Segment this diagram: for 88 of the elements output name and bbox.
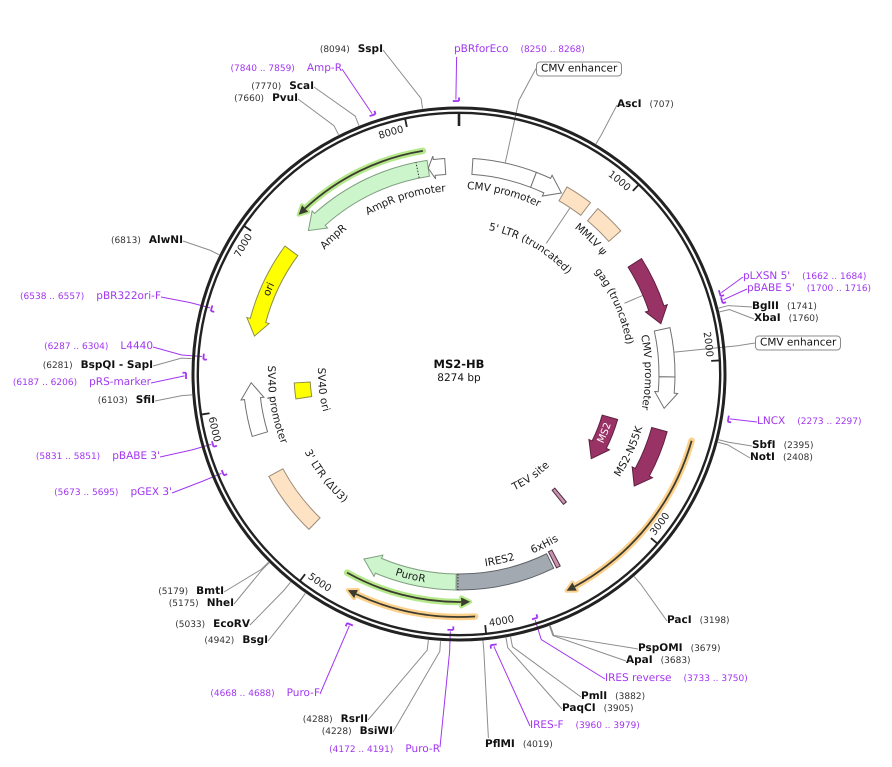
leader-line bbox=[482, 640, 489, 738]
primer-label: (4172 .. 4191) Puro-R bbox=[329, 743, 440, 757]
primer-label: pLXSN 5' (1662 .. 1684) bbox=[743, 270, 866, 284]
restriction-site-label: PaqCI (3905) bbox=[562, 702, 634, 716]
leader-line bbox=[250, 582, 292, 626]
leader-line bbox=[160, 296, 211, 308]
primer-label: (4668 .. 4688) Puro-F bbox=[210, 687, 320, 701]
leader-line bbox=[595, 104, 618, 144]
restriction-site-label: (7770) ScaI bbox=[251, 80, 314, 94]
feature-callout: CMV enhancer bbox=[536, 61, 622, 76]
leader-line bbox=[510, 636, 582, 698]
feature-label: PuroR bbox=[394, 566, 426, 586]
leader-line bbox=[534, 619, 606, 680]
leader-line bbox=[546, 208, 570, 244]
leader-line bbox=[505, 637, 562, 710]
restriction-site-label: (6281) BspQI - SapI bbox=[42, 359, 153, 373]
primer-label: (5673 .. 5695) pGEX 3' bbox=[54, 486, 172, 500]
scale-number: 8000 bbox=[377, 124, 405, 142]
leader-line bbox=[718, 439, 752, 446]
leader-line bbox=[674, 342, 756, 353]
restriction-site-label: PmlI (3882) bbox=[581, 690, 646, 704]
primer-label: IRES reverse (3733 .. 3750) bbox=[605, 672, 748, 686]
leader-line bbox=[717, 442, 750, 458]
leader-line bbox=[624, 295, 643, 304]
restriction-site-label: NotI (2408) bbox=[750, 451, 813, 465]
leader-line bbox=[493, 646, 530, 726]
restriction-site-label: (4942) BsgI bbox=[204, 634, 268, 648]
restriction-site-label: (5175) NheI bbox=[168, 597, 234, 611]
feature-label: 6xHis bbox=[528, 532, 560, 556]
leader-line bbox=[320, 625, 350, 694]
leader-line bbox=[440, 630, 451, 748]
feature-label: IRES2 bbox=[484, 551, 516, 570]
plasmid-size: 8274 bp bbox=[437, 372, 481, 384]
leader-line bbox=[382, 50, 424, 110]
leader-line bbox=[268, 592, 306, 642]
leader-line bbox=[342, 68, 373, 114]
primer-label: (6187 .. 6206) pRS-marker bbox=[12, 376, 151, 390]
restriction-site-label: (6813) AlwNI bbox=[110, 234, 183, 248]
primer-label: (6287 .. 6304) L4440 bbox=[44, 340, 153, 354]
leader-line bbox=[455, 56, 458, 100]
feature-label: ori bbox=[260, 280, 278, 298]
leader-line bbox=[722, 288, 748, 300]
leader-line bbox=[152, 346, 203, 357]
leader-line bbox=[234, 562, 270, 604]
restriction-site-label: SbfI (2395) bbox=[752, 439, 814, 453]
restriction-site-label: PacI (3198) bbox=[667, 614, 730, 628]
leader-line bbox=[298, 98, 340, 136]
leader-line bbox=[718, 305, 752, 309]
restriction-site-label: (5033) EcoRV bbox=[175, 618, 250, 632]
restriction-site-label: (4228) BsiWI bbox=[322, 725, 393, 739]
restriction-site-label: (4288) RsrII bbox=[302, 713, 368, 727]
leader-line bbox=[549, 626, 626, 662]
feature-callout: CMV enhancer bbox=[755, 336, 842, 350]
restriction-site-label: (6103) SfiI bbox=[98, 394, 155, 408]
leader-line bbox=[392, 640, 441, 732]
leader-line bbox=[150, 375, 185, 384]
restriction-site-label: (7660) PvuI bbox=[234, 92, 298, 106]
leader-line bbox=[182, 240, 220, 256]
primer-label: (7840 .. 7859) Amp-R bbox=[230, 62, 342, 76]
restriction-site-label: (5179) BmtI bbox=[158, 585, 224, 599]
restriction-site-label: (8094) SspI bbox=[320, 43, 383, 57]
plasmid-name: MS2-HB bbox=[434, 357, 484, 371]
restriction-site-label: PspOMI (3679) bbox=[638, 642, 720, 656]
leader-line bbox=[224, 562, 270, 592]
leader-line bbox=[160, 444, 212, 458]
leader-line bbox=[550, 625, 638, 650]
leader-line bbox=[368, 640, 429, 720]
leader-line bbox=[634, 576, 668, 622]
leader-line bbox=[172, 472, 222, 494]
restriction-site-label: PflMI (4019) bbox=[485, 738, 553, 752]
primer-label: LNCX (2273 .. 2297) bbox=[757, 415, 862, 429]
scale-number: 4000 bbox=[488, 614, 516, 629]
restriction-site-label: ApaI (3683) bbox=[626, 654, 691, 668]
restriction-site-label: AscI (707) bbox=[617, 98, 674, 112]
primer-label: (6538 .. 6557) pBR322ori-F bbox=[20, 290, 161, 304]
leader-line bbox=[720, 276, 744, 294]
leader-line bbox=[154, 394, 192, 402]
primer-label: pBABE 5' (1700 .. 1716) bbox=[747, 282, 872, 296]
primer-label: (5831 .. 5851) pBABE 3' bbox=[36, 450, 160, 464]
restriction-site-label: BglII (1741) bbox=[752, 300, 817, 314]
leader-line bbox=[314, 86, 360, 126]
leader-line bbox=[504, 68, 536, 163]
restriction-site-label: XbaI (1760) bbox=[754, 312, 819, 326]
leader-line bbox=[729, 418, 758, 422]
leader-line bbox=[152, 358, 192, 366]
primer-label: pBRforEco (8250 .. 8268) bbox=[454, 43, 585, 57]
leader-line bbox=[719, 308, 754, 320]
primer-label: IRES-F (3960 .. 3979) bbox=[530, 719, 640, 733]
